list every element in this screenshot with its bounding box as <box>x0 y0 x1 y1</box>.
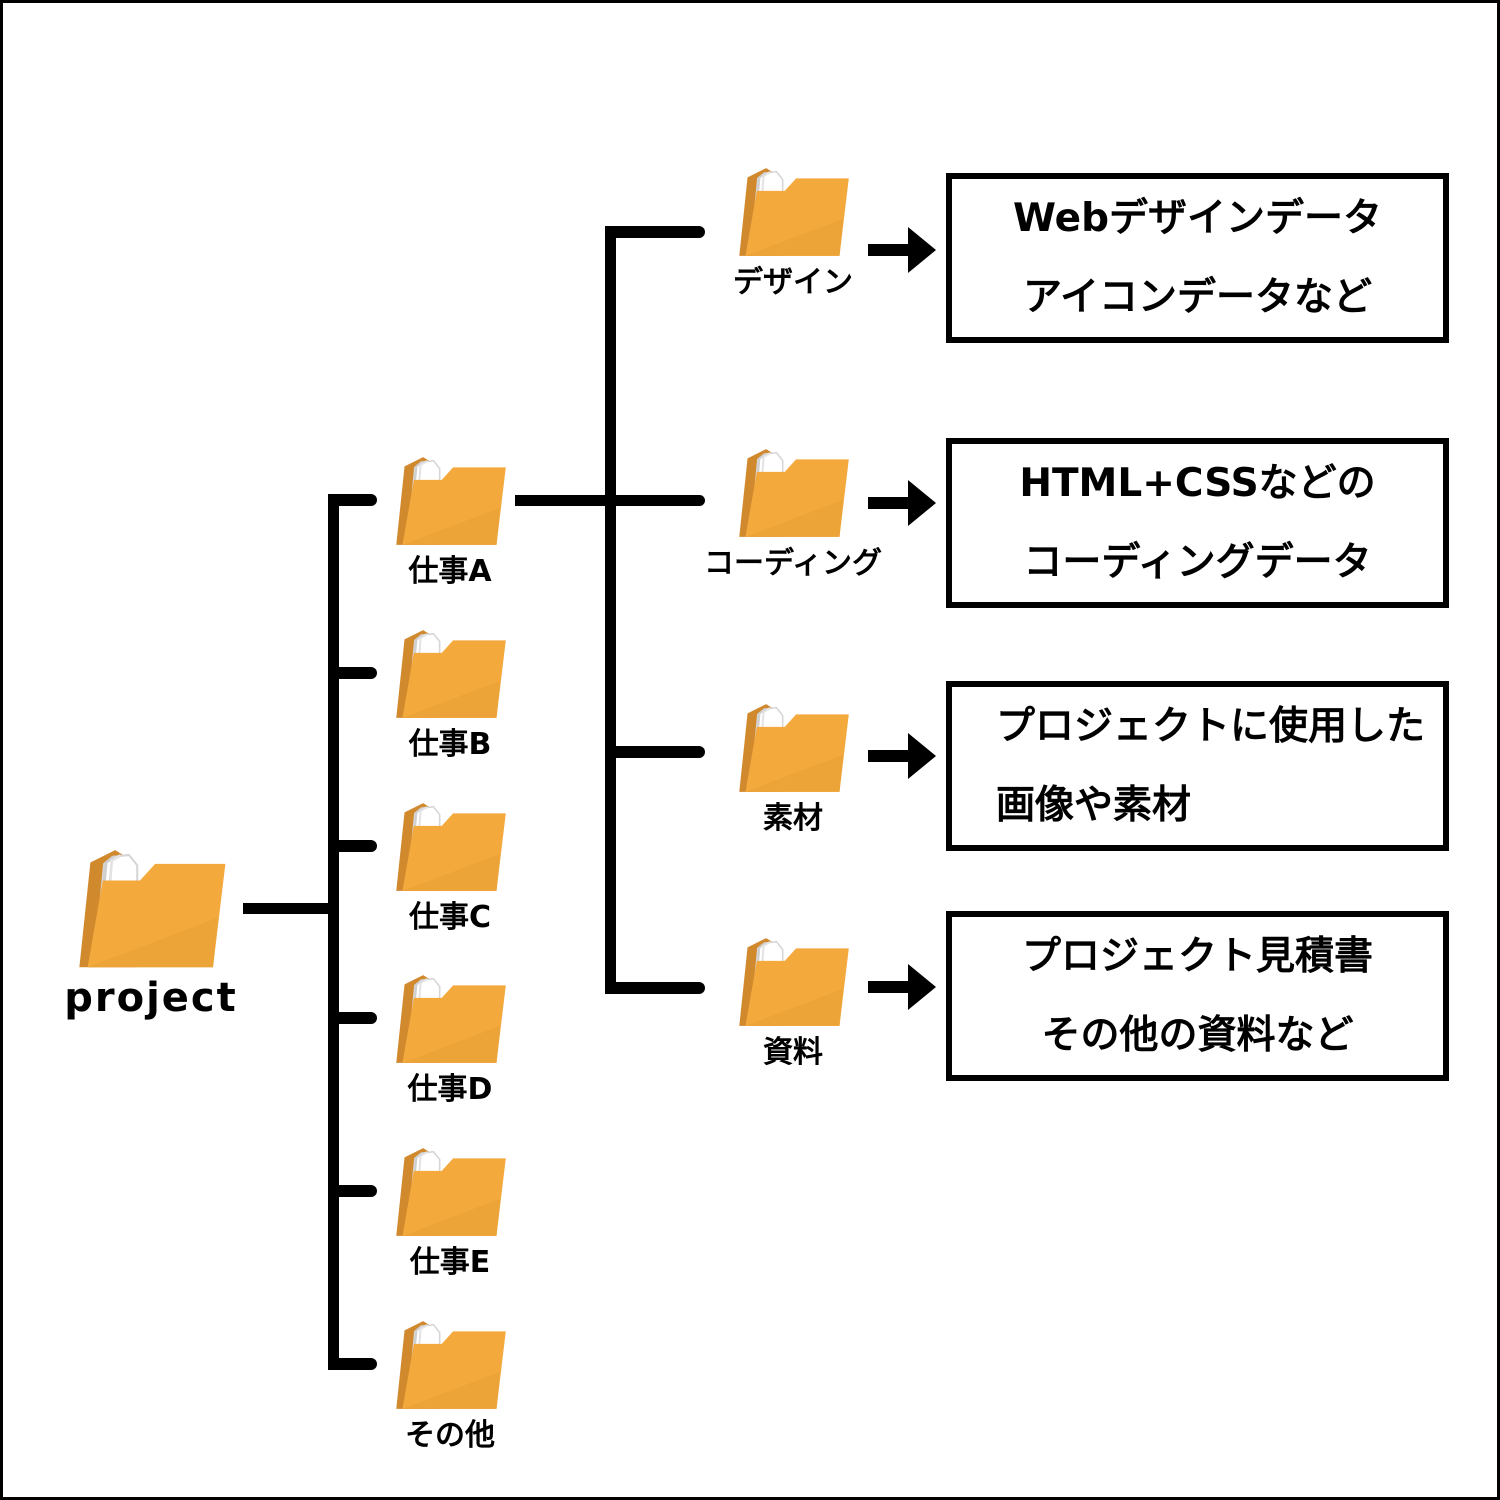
note-text: プロジェクト見積書 <box>1021 934 1373 979</box>
connector-tick-other <box>333 1358 377 1370</box>
folder-label: 仕事C <box>408 900 492 935</box>
folder-label: コーディング <box>704 546 882 581</box>
folder-icon <box>731 935 855 1028</box>
folder-icon <box>388 972 512 1065</box>
note-documents: プロジェクト見積書 その他の資料など <box>946 911 1449 1081</box>
note-coding: HTML+CSSなどの コーディングデータ <box>946 438 1449 608</box>
folder-label: project <box>64 975 238 1021</box>
arrow-icon <box>868 227 936 273</box>
connector-tick-documents <box>605 982 705 994</box>
folder-label: 仕事A <box>408 554 492 589</box>
folder-icon <box>388 454 512 547</box>
folder-coding: コーディング <box>704 446 882 579</box>
folder-job-b: 仕事B <box>388 627 512 760</box>
folder-project: project <box>64 846 236 1018</box>
folder-job-a: 仕事A <box>388 454 512 587</box>
folder-materials: 素材 <box>731 701 855 834</box>
folder-design: デザイン <box>731 165 855 298</box>
folder-icon <box>731 701 855 794</box>
arrow-icon <box>868 964 936 1010</box>
folder-label: 仕事E <box>409 1245 491 1280</box>
arrow-icon <box>868 480 936 526</box>
connector-tick-materials <box>605 746 705 758</box>
connector-tick-design <box>605 226 705 238</box>
folder-other: その他 <box>388 1318 512 1451</box>
folder-label: デザイン <box>733 265 853 300</box>
note-text: HTML+CSSなどの <box>1019 461 1376 506</box>
folder-label: 資料 <box>763 1035 823 1070</box>
note-text: 画像や素材 <box>996 783 1192 828</box>
folder-icon <box>68 846 234 970</box>
folder-job-c: 仕事C <box>388 800 512 933</box>
folder-label: その他 <box>405 1418 495 1453</box>
connector-tick-job-a <box>333 494 377 506</box>
folder-icon <box>388 1318 512 1411</box>
folder-icon <box>731 446 855 539</box>
note-materials: プロジェクトに使用した 画像や素材 <box>946 681 1449 851</box>
note-text: コーディングデータ <box>1023 540 1372 585</box>
folder-documents: 資料 <box>731 935 855 1068</box>
folder-job-d: 仕事D <box>388 972 512 1105</box>
connector-root <box>243 903 339 914</box>
folder-icon <box>388 627 512 720</box>
folder-icon <box>388 800 512 893</box>
arrow-icon <box>868 733 936 779</box>
note-text: プロジェクトに使用した <box>996 704 1426 749</box>
note-text: その他の資料など <box>1041 1013 1354 1058</box>
connector-tick-job-b <box>333 667 377 679</box>
note-text: アイコンデータなど <box>1022 275 1373 320</box>
folder-icon <box>731 165 855 258</box>
folder-job-e: 仕事E <box>388 1145 512 1278</box>
folder-label: 仕事D <box>407 1072 493 1107</box>
connector-tick-job-d <box>333 1012 377 1024</box>
connector-tick-job-c <box>333 840 377 852</box>
note-design: Webデザインデータ アイコンデータなど <box>946 173 1449 343</box>
folder-label: 素材 <box>763 801 823 836</box>
connector-tick-job-e <box>333 1185 377 1197</box>
folder-icon <box>388 1145 512 1238</box>
note-text: Webデザインデータ <box>1013 196 1382 241</box>
connector-level2-vertical <box>605 226 616 994</box>
folder-label: 仕事B <box>408 727 492 762</box>
connector-level1-vertical <box>328 494 339 1370</box>
